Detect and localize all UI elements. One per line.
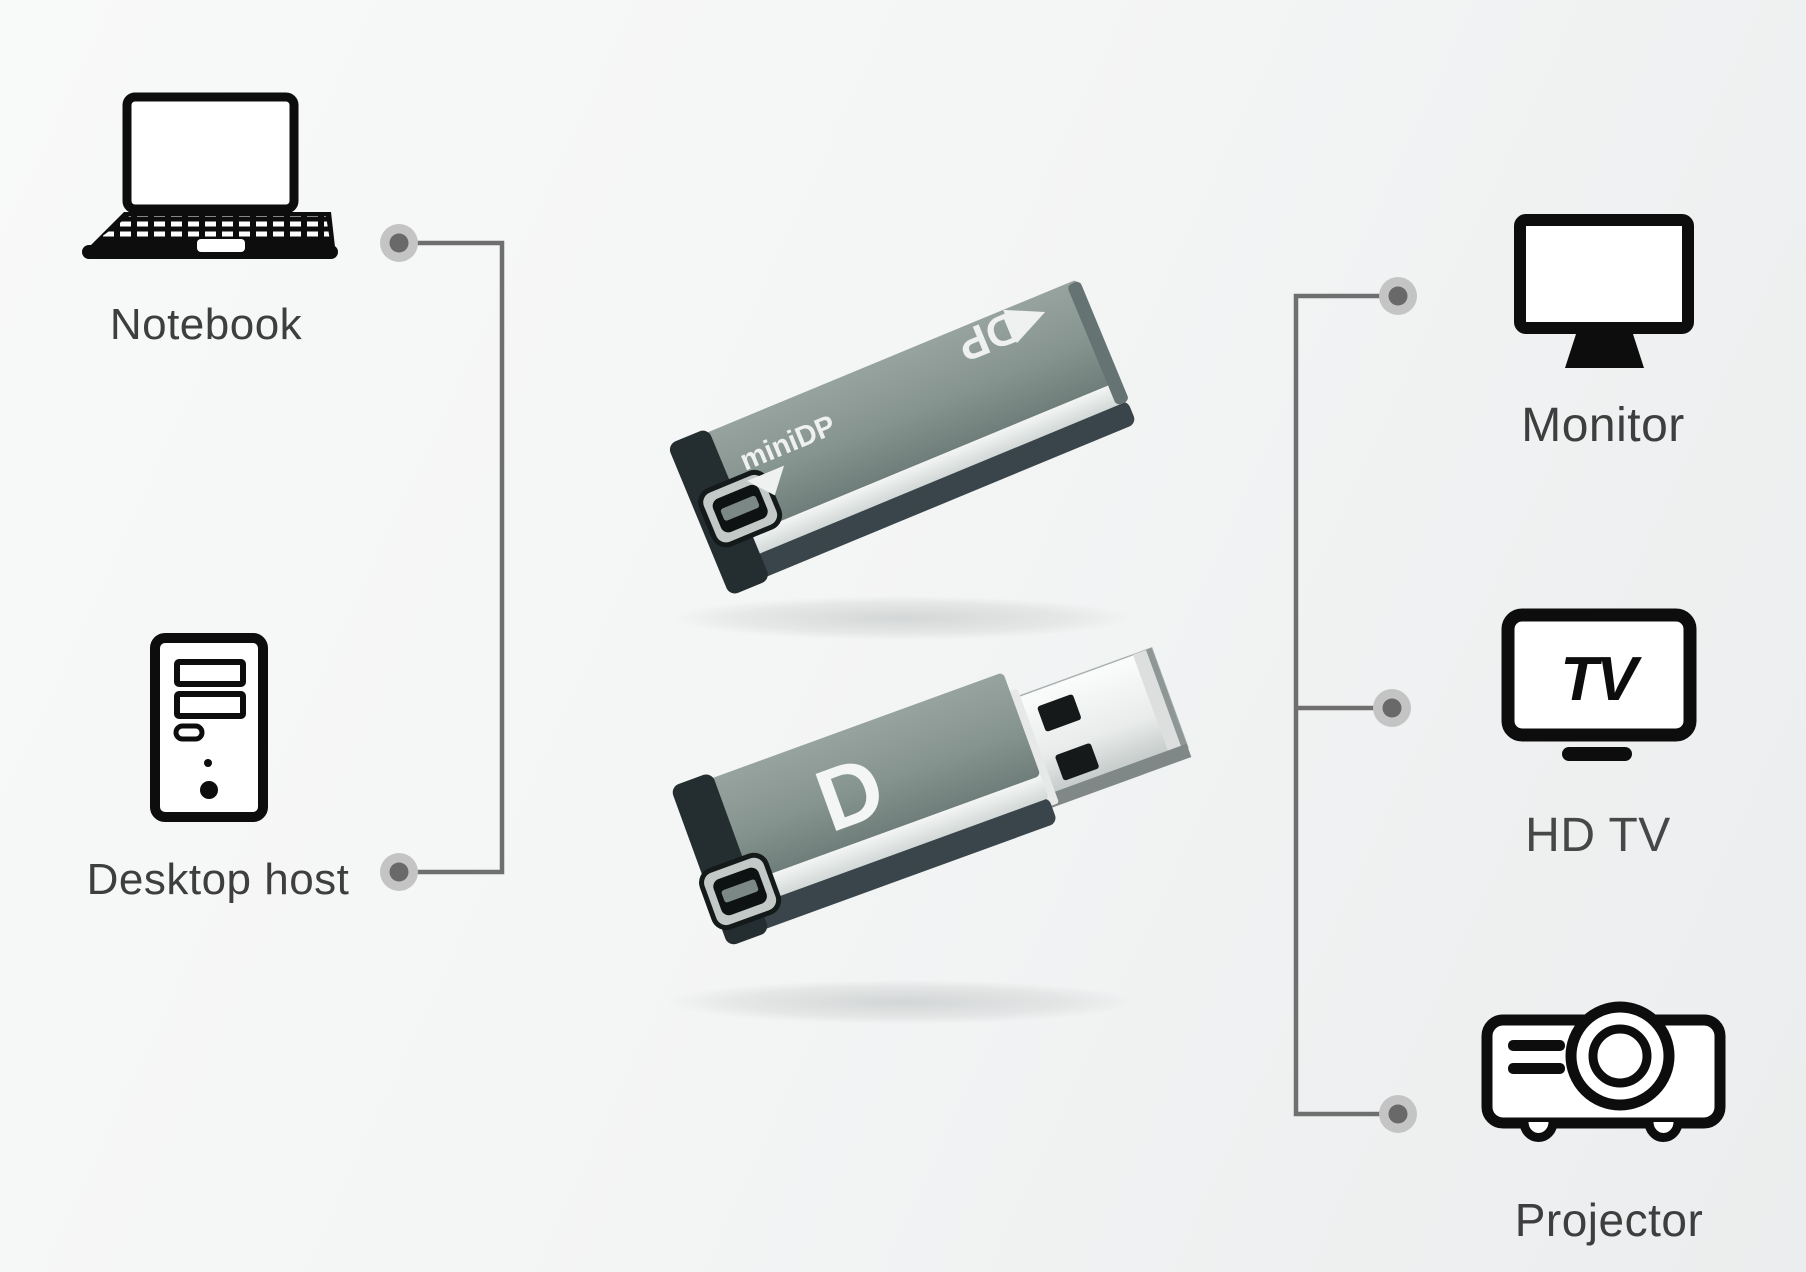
adapter-minidp-to-dp: miniDP DP [669, 280, 1135, 594]
laptop-screen [122, 92, 299, 214]
projector-vent-1 [1508, 1040, 1565, 1051]
projector-foot-right [1644, 1121, 1683, 1142]
connector-dot-monitor [1379, 277, 1417, 315]
tower-led [204, 759, 212, 767]
monitor-screen [1514, 214, 1694, 334]
tower-bay-2 [174, 691, 246, 719]
monitor-icon [1514, 214, 1694, 368]
dot-inner [1388, 1104, 1408, 1124]
minidp-port-tongue [721, 879, 759, 903]
dot-inner [389, 862, 409, 882]
minidp-port-tongue [720, 495, 760, 521]
adapter-bevel-highlight [719, 774, 1048, 915]
dp-arrow-icon [1003, 309, 1046, 344]
minidp-port [699, 852, 782, 931]
desktop-host-label: Desktop host [86, 855, 350, 904]
adapter-top-shadow [670, 596, 1130, 640]
minidp-port [698, 469, 783, 548]
tv-screen [1501, 608, 1697, 742]
hdtv-label: HD TV [1525, 809, 1671, 862]
laptop-keyboard [96, 216, 330, 241]
dp-plug-tip [1132, 650, 1183, 755]
connector-dot-notebook [380, 224, 418, 262]
dot-inner [389, 233, 409, 253]
projector-vent-2 [1508, 1063, 1565, 1074]
adapter-top-face [683, 673, 1040, 892]
projector-icon [1481, 1001, 1726, 1142]
adapter-end-face [1068, 281, 1128, 405]
monitor-stand [1565, 331, 1644, 368]
tv-stand [1562, 747, 1632, 761]
dp-plug-edge [1146, 647, 1188, 750]
connector-dot-projector [1379, 1095, 1417, 1133]
tower-slot [173, 723, 205, 742]
connector-left-line [399, 240, 505, 875]
adapter-minidp-to-dp-male: D [672, 647, 1192, 945]
adapter-top-face [679, 280, 1118, 545]
laptop-touchpad [197, 239, 245, 252]
connector-right [1293, 277, 1417, 1133]
dp-plug-underside [1045, 743, 1192, 809]
laptop-icon [82, 92, 338, 259]
dot-inner [1388, 286, 1408, 306]
adapter-underside [730, 798, 1056, 937]
dp-plug-slot-2 [1055, 743, 1099, 781]
monitor-label: Monitor [1521, 399, 1685, 452]
connector-dot-desktop [380, 853, 418, 891]
dp-plug-slot-1 [1037, 694, 1081, 732]
connector-left [380, 224, 505, 891]
adapter-bevel-highlight [720, 380, 1127, 566]
desktop-tower-icon [150, 633, 268, 822]
adapter-bottom-shadow [665, 980, 1135, 1024]
projector-lens-inner [1588, 1024, 1652, 1088]
tv-icon: TV [1501, 608, 1697, 761]
tower-bay-1 [174, 659, 246, 687]
tv-screen-label: TV [1560, 645, 1642, 714]
adapter-underside [731, 401, 1135, 586]
tower-power-button [200, 781, 218, 799]
projector-label: Projector [1514, 1194, 1704, 1246]
dot-inner [1382, 698, 1402, 718]
minidp-arrow-icon [747, 465, 785, 496]
connector-dot-hdtv [1373, 689, 1411, 727]
notebook-label: Notebook [109, 300, 303, 349]
projector-foot-left [1519, 1121, 1558, 1142]
